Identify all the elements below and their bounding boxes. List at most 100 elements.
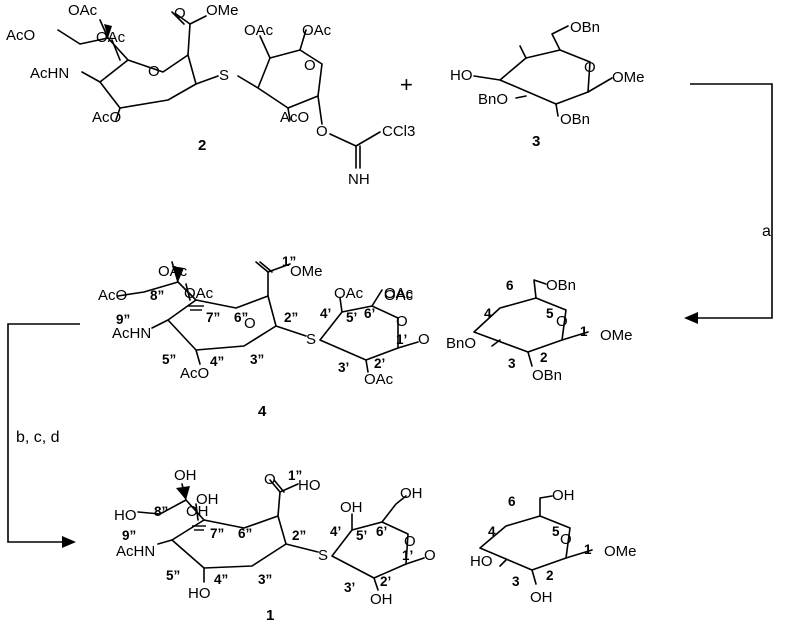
c1-label: OH (174, 467, 197, 484)
c1-label: 8” (154, 504, 168, 519)
c4-label: OAc (334, 285, 364, 302)
c1-label: HO (470, 553, 493, 570)
c3-label: OBn (560, 111, 590, 128)
compound-3-number: 3 (532, 133, 540, 150)
c1-label: 6’ (376, 524, 387, 539)
c1-label: OH (400, 485, 423, 502)
compound-2-number: 2 (198, 137, 206, 154)
c1-label: 2’ (380, 574, 391, 589)
c4-label: O (418, 331, 430, 348)
c4-label: 5 (546, 306, 554, 321)
c4-label: OBn (532, 367, 562, 384)
c1-label: 6 (508, 494, 516, 509)
c1-label: O (560, 531, 572, 548)
compound-3-labels: OBn HO O OMe BnO OBn 3 (450, 19, 645, 150)
c2-label: AcO (280, 109, 309, 126)
c1-label: 7” (210, 526, 224, 541)
c4-label: 1” (282, 254, 296, 269)
c4-label: 1’ (396, 332, 407, 347)
plus-sign: + (400, 72, 413, 97)
arrow-bcd (7, 323, 80, 543)
c1-label: OH (186, 503, 209, 520)
compound-4-labels: OAc 1” OMe OAc OAc OAc 6 OBn AcO 8” OAc … (98, 254, 633, 420)
compound-1-number: 1 (266, 607, 274, 624)
c4-label: 3 (508, 356, 516, 371)
c2-label: AcO (92, 109, 121, 126)
condition-a: a (762, 223, 771, 240)
c2-label: O (174, 5, 186, 22)
c4-label: O (556, 313, 568, 330)
c4-label: 4” (210, 354, 224, 369)
c2-label: OMe (206, 2, 239, 19)
c4-label: AcO (180, 365, 209, 382)
c1-label: O (264, 471, 276, 488)
c1-label: O (404, 533, 416, 550)
c4-label: OAc (158, 263, 188, 280)
c2-label: OAc (244, 22, 274, 39)
c4-label: 3’ (338, 360, 349, 375)
arrow-bcd-head (62, 536, 76, 548)
arrow-a (690, 83, 773, 319)
compound-4-number: 4 (258, 403, 267, 420)
c2-label: NH (348, 171, 370, 188)
c1-label: 2” (292, 528, 306, 543)
c3-label: BnO (478, 91, 508, 108)
c4-label: O (244, 315, 256, 332)
c4-label: 5” (162, 352, 176, 367)
c2-label: O (304, 57, 316, 74)
c4-label: OMe (600, 327, 633, 344)
c1-label: 4 (488, 524, 496, 539)
c1-label: HO (114, 507, 137, 524)
c4-label: BnO (446, 335, 476, 352)
c3-label: HO (450, 67, 473, 84)
c1-label: O (424, 547, 436, 564)
c1-label: 5” (166, 568, 180, 583)
c2-label: O (148, 63, 160, 80)
c1-label: 3” (258, 572, 272, 587)
c2-label: S (219, 67, 229, 84)
c1-label: 3’ (344, 580, 355, 595)
c1-label: AcHN (116, 543, 155, 560)
c2-label: AcHN (30, 65, 69, 82)
c1-label: 9” (122, 528, 136, 543)
c1-label: OH (340, 499, 363, 516)
c1-label: 5 (552, 524, 560, 539)
c4-label: OBn (546, 277, 576, 294)
c1-label: S (318, 547, 328, 564)
c2-label: OAc (302, 22, 332, 39)
c4-label: OAc (364, 371, 394, 388)
c1-label: OH (196, 491, 219, 508)
c2-label: AcO (6, 27, 35, 44)
c2-label: O (316, 123, 328, 140)
c3-label: O (584, 59, 596, 76)
c4-label: 5’ (346, 310, 357, 325)
condition-bcd: b, c, d (16, 429, 60, 446)
c1-label: HO (188, 585, 211, 602)
c4-label: 8” (150, 288, 164, 303)
c3-label: OBn (570, 19, 600, 36)
c4-label: 7” (206, 310, 220, 325)
c1-label: 4’ (330, 524, 341, 539)
c4-label: 6 (506, 278, 514, 293)
compound-2-structure (57, 11, 381, 169)
c4-label: 1 (580, 324, 588, 339)
c4-label: OAc (184, 285, 214, 302)
c4-label: 4’ (320, 306, 331, 321)
c4-label: OAc (384, 285, 414, 302)
c2-label: CCl3 (382, 123, 415, 140)
c4-label: 6’ (364, 306, 375, 321)
c1-label: 3 (512, 574, 520, 589)
c2-label: OAc (68, 2, 98, 19)
compound-1-structure (137, 479, 593, 591)
compound-1-labels: OH O 1” HO OH OH OH 6 OH 8” OH HO 9” 7” … (114, 467, 637, 624)
c4-label: S (306, 331, 316, 348)
c4-label: AcO (98, 287, 127, 304)
c4-label: 3” (250, 352, 264, 367)
c1-label: HO (298, 477, 321, 494)
compound-2-labels: OAc OAc AcO OMe O OAc OAc AcHN O S O AcO… (6, 2, 415, 188)
c1-label: 6” (238, 526, 252, 541)
c1-label: 4” (214, 572, 228, 587)
c4-label: O (396, 313, 408, 330)
c4-label: OMe (290, 263, 323, 280)
c2-label: OAc (96, 29, 126, 46)
